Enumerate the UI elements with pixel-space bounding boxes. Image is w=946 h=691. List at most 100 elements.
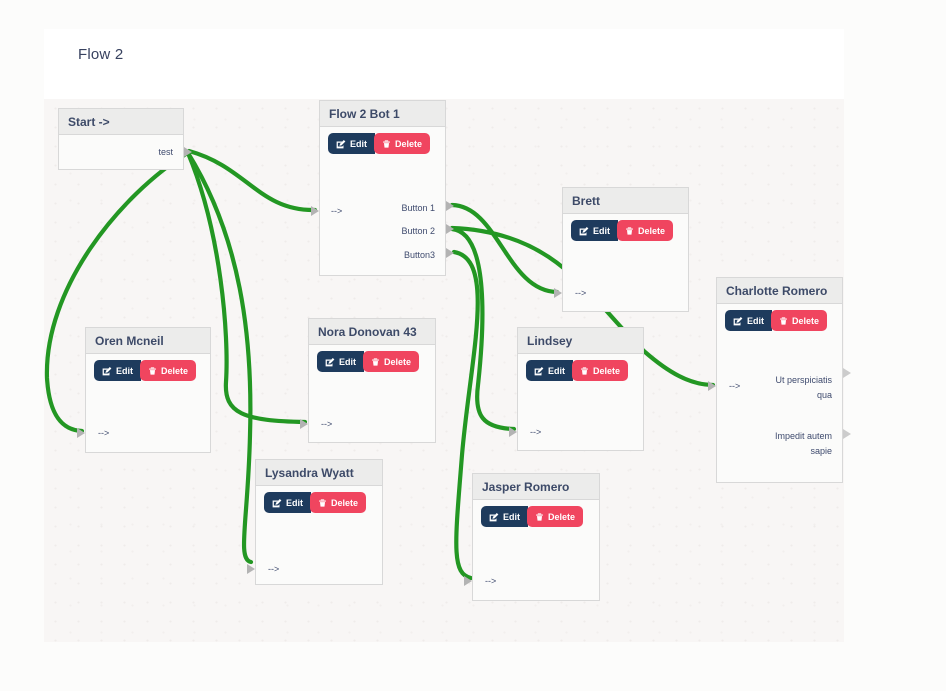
node-oren[interactable]: Oren Mcneil Edit Delete --> — [77, 327, 211, 453]
node-title: Oren Mcneil — [86, 328, 210, 354]
delete-button[interactable]: Delete — [363, 351, 420, 372]
input-arrow-label: --> — [321, 419, 333, 429]
edit-button[interactable]: Edit — [317, 351, 364, 372]
connection-button2-to-charlotte[interactable] — [449, 225, 716, 388]
node-title: Charlotte Romero — [717, 278, 842, 304]
output-label-button-2: Button 2 — [401, 226, 435, 236]
edit-pencil-icon — [489, 512, 499, 521]
delete-button[interactable]: Delete — [617, 220, 674, 241]
delete-button[interactable]: Delete — [527, 506, 584, 527]
input-arrow-label: --> — [485, 576, 497, 586]
header-bar: Flow 2 — [44, 29, 844, 99]
edit-button[interactable]: Edit — [94, 360, 141, 381]
connection-button2-to-lindsey[interactable] — [449, 226, 517, 432]
output-port-button-3[interactable] — [446, 248, 454, 258]
trash-icon — [383, 139, 390, 148]
output-port-message-1[interactable] — [843, 368, 851, 378]
node-flow2bot1[interactable]: Flow 2 Bot 1 Edit Delete --> Button 1 Bu… — [311, 100, 454, 276]
input-arrow-label: --> — [98, 428, 110, 438]
node-brett[interactable]: Brett Edit Delete --> — [554, 187, 689, 312]
input-port[interactable] — [300, 419, 308, 429]
trash-icon — [372, 357, 379, 366]
node-title: Lysandra Wyatt — [256, 460, 382, 486]
delete-button-label: Delete — [395, 138, 423, 149]
trash-icon — [581, 366, 588, 375]
input-port[interactable] — [77, 428, 85, 438]
edit-button-label: Edit — [286, 497, 303, 508]
delete-button-label: Delete — [331, 497, 359, 508]
edit-pencil-icon — [579, 226, 589, 235]
edit-pencil-icon — [102, 366, 112, 375]
input-arrow-label: --> — [575, 288, 587, 298]
connection-start-test-to-oren[interactable] — [44, 149, 192, 434]
delete-button[interactable]: Delete — [374, 133, 431, 154]
message-text-1: Ut perspiciatis qua — [775, 375, 832, 400]
delete-button-label: Delete — [638, 225, 666, 236]
node-title: Brett — [563, 188, 688, 214]
delete-button-label: Delete — [792, 315, 820, 326]
input-port[interactable] — [708, 381, 716, 391]
edit-button-label: Edit — [548, 365, 565, 376]
node-title: Flow 2 Bot 1 — [320, 101, 445, 127]
edit-button[interactable]: Edit — [725, 310, 772, 331]
input-port[interactable] — [509, 427, 517, 437]
edit-button-label: Edit — [339, 356, 356, 367]
delete-button[interactable]: Delete — [771, 310, 828, 331]
trash-icon — [319, 498, 326, 507]
edit-pencil-icon — [272, 498, 282, 507]
input-arrow-label: --> — [331, 206, 343, 216]
delete-button-label: Delete — [161, 365, 189, 376]
input-port[interactable] — [554, 288, 562, 298]
delete-button[interactable]: Delete — [140, 360, 197, 381]
delete-button[interactable]: Delete — [572, 360, 629, 381]
connection-button3-to-jasper[interactable] — [451, 249, 480, 581]
input-arrow-label: --> — [268, 564, 280, 574]
delete-button-label: Delete — [384, 356, 412, 367]
node-jasper[interactable]: Jasper Romero Edit Delete --> — [464, 473, 600, 601]
connection-start-test-to-lysandra[interactable] — [185, 150, 254, 565]
node-lindsey[interactable]: Lindsey Edit Delete --> — [509, 327, 644, 451]
edit-button[interactable]: Edit — [481, 506, 528, 527]
edit-pencil-icon — [733, 316, 743, 325]
node-title: Lindsey — [518, 328, 643, 354]
delete-button-label: Delete — [593, 365, 621, 376]
message-text-2: Impedit autem sapie — [774, 431, 832, 456]
input-port[interactable] — [311, 206, 319, 216]
output-port-test[interactable] — [184, 147, 192, 157]
edit-button-label: Edit — [747, 315, 764, 326]
input-arrow-label: --> — [530, 427, 542, 437]
edit-button-label: Edit — [350, 138, 367, 149]
node-title: Nora Donovan 43 — [309, 319, 435, 345]
node-lysandra[interactable]: Lysandra Wyatt Edit Delete --> — [247, 459, 383, 585]
edit-button-label: Edit — [503, 511, 520, 522]
edit-pencil-icon — [534, 366, 544, 375]
output-label-test: test — [158, 147, 173, 157]
output-port-button-2[interactable] — [446, 224, 454, 234]
edit-button[interactable]: Edit — [328, 133, 375, 154]
connection-start-test-to-flow2bot1[interactable] — [186, 148, 318, 213]
edit-pencil-icon — [325, 357, 335, 366]
page-title: Flow 2 — [78, 46, 124, 63]
node-title: Jasper Romero — [473, 474, 599, 500]
trash-icon — [149, 366, 156, 375]
delete-button[interactable]: Delete — [310, 492, 367, 513]
output-port-button-1[interactable] — [446, 201, 454, 211]
edit-button-label: Edit — [593, 225, 610, 236]
edit-button[interactable]: Edit — [526, 360, 573, 381]
connection-button1-to-brett[interactable] — [449, 202, 560, 295]
output-label-button-1: Button 1 — [401, 203, 435, 213]
trash-icon — [626, 226, 633, 235]
node-charlotte[interactable]: Charlotte Romero Edit Delete --> Ut pers… — [708, 277, 851, 483]
delete-button-label: Delete — [548, 511, 576, 522]
edit-button[interactable]: Edit — [571, 220, 618, 241]
node-start[interactable]: Start -> test — [58, 108, 192, 170]
edit-button-label: Edit — [116, 365, 133, 376]
node-nora[interactable]: Nora Donovan 43 Edit Delete --> — [300, 318, 436, 443]
input-port[interactable] — [247, 564, 255, 574]
edit-button[interactable]: Edit — [264, 492, 311, 513]
edit-pencil-icon — [336, 139, 346, 148]
input-port[interactable] — [464, 576, 472, 586]
output-port-message-2[interactable] — [843, 429, 851, 439]
